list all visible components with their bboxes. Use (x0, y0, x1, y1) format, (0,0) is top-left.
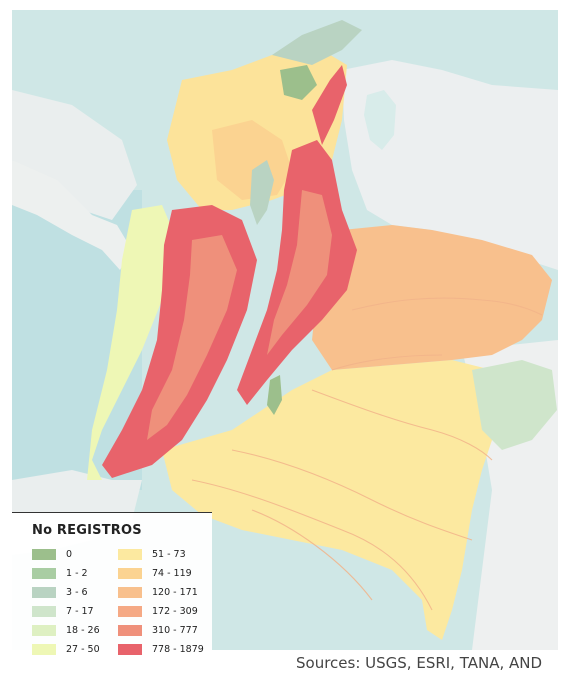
andes-north-spur (312, 65, 347, 145)
legend-swatch (32, 568, 56, 579)
legend-swatch (118, 625, 142, 636)
rivers (191, 297, 543, 611)
river (231, 449, 473, 541)
legend-label: 778 - 1879 (152, 644, 204, 655)
region-amazon-green (472, 360, 557, 450)
river (351, 297, 543, 316)
legend-swatch (118, 606, 142, 617)
region-amazonia (162, 360, 507, 640)
region-pacific (87, 205, 177, 480)
land-lake-maracaibo (364, 90, 396, 150)
legend-label: 120 - 171 (152, 587, 198, 598)
legend-swatch (118, 568, 142, 579)
andes-western-mid (147, 235, 237, 440)
legend-label: 3 - 6 (66, 587, 88, 598)
valley-cauca (267, 375, 282, 415)
legend-panel: No REGISTROS 0 1 - 2 3 - 6 7 - 17 18 - 26 27 … (12, 512, 212, 661)
valley-sierra-nevada (280, 65, 317, 100)
legend-swatch (32, 587, 56, 598)
legend-swatch (118, 549, 142, 560)
valley-magdalena (250, 160, 274, 225)
region-guajira (272, 20, 362, 65)
river (251, 509, 373, 601)
legend-label: 7 - 17 (66, 606, 94, 617)
attribution-text: Sources: USGS, ESRI, TANA, AND (296, 654, 543, 672)
legend-label: 51 - 73 (152, 549, 186, 560)
legend-swatch (32, 606, 56, 617)
legend-swatch (32, 625, 56, 636)
legend-label: 310 - 777 (152, 625, 198, 636)
legend-label: 18 - 26 (66, 625, 100, 636)
legend-swatch (118, 644, 142, 655)
legend-label: 1 - 2 (66, 568, 88, 579)
river (331, 354, 443, 371)
land-central-america (12, 90, 137, 220)
legend-label: 172 - 309 (152, 606, 198, 617)
legend-label: 0 (66, 549, 73, 560)
legend-swatch (118, 587, 142, 598)
legend-label: 27 - 50 (66, 644, 100, 655)
andes-eastern-mid (267, 190, 332, 355)
legend-title: No REGISTROS (32, 523, 142, 538)
river (311, 389, 493, 461)
land-panama (12, 160, 132, 270)
legend-swatch (32, 644, 56, 655)
legend-label: 74 - 119 (152, 568, 192, 579)
region-orinoquia (312, 225, 552, 370)
river (191, 479, 433, 611)
land-venezuela (342, 60, 558, 270)
legend-swatch (32, 549, 56, 560)
